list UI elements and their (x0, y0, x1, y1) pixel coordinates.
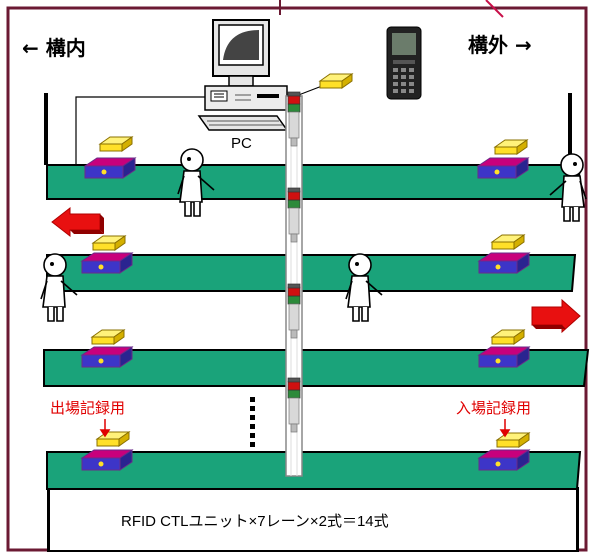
label-pc: PC (231, 135, 252, 152)
belt-3 (43, 349, 590, 387)
reader-icon-l4 (96, 431, 130, 447)
caption-box (48, 488, 578, 552)
label-left-direction: ← 構内 (22, 36, 86, 60)
label-exit-record: 出場記録用 (50, 399, 125, 417)
rfid-unit-icon-r1 (477, 157, 529, 179)
arrow-icon-right (531, 298, 581, 334)
reader-icon-r1 (494, 139, 528, 155)
reader-icon-l3 (91, 329, 125, 345)
label-entry-record: 入場記録用 (456, 399, 531, 417)
signal-tower-icon-4 (287, 377, 301, 433)
label-right-direction: 構外 → (468, 33, 532, 57)
pointer-arrow-exit (99, 419, 111, 438)
rfid-unit-icon-r3 (478, 346, 530, 368)
rfid-unit-icon-r2 (478, 252, 530, 274)
pointer-arrow-entry (499, 419, 511, 438)
reader-icon-pc (319, 73, 353, 89)
rfid-unit-icon-l2 (81, 252, 133, 274)
signal-tower-icon-2 (287, 187, 301, 243)
continuation-dots (250, 397, 255, 447)
reader-icon-l1 (99, 136, 133, 152)
pc-cable (75, 96, 206, 165)
frame-accent (485, 0, 504, 18)
reader-icon-r4 (496, 432, 530, 448)
reader-icon-l2 (92, 235, 126, 251)
reader-icon-r3 (491, 329, 525, 345)
rfid-unit-icon-r4 (478, 449, 530, 471)
reader-icon-r2 (491, 234, 525, 250)
handheld-terminal-icon (386, 26, 422, 100)
post-left-top (44, 93, 48, 165)
rfid-unit-icon-l4 (81, 449, 133, 471)
rfid-unit-icon-l3 (81, 346, 133, 368)
arrow-icon-left (51, 206, 104, 238)
signal-tower-icon-1 (287, 91, 301, 147)
pc-icon (197, 19, 289, 131)
post-right-top (568, 93, 572, 165)
signal-tower-icon-3 (287, 283, 301, 339)
rfid-unit-icon-l1 (84, 157, 136, 179)
caption-text: RFID CTLユニット×7レーン×2式＝14式 (121, 513, 389, 530)
